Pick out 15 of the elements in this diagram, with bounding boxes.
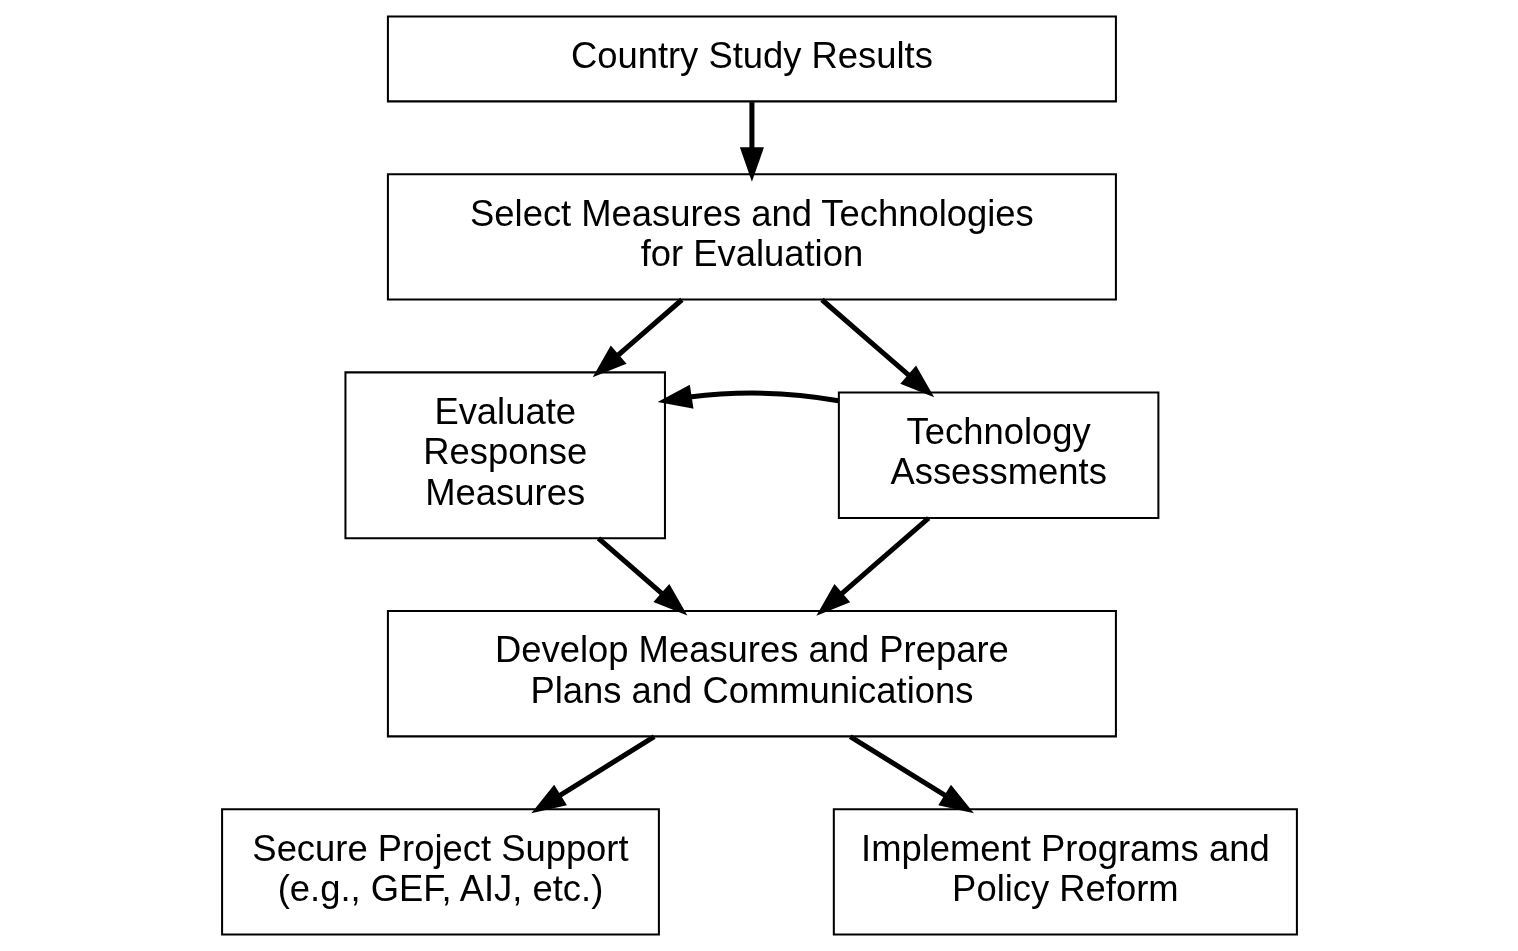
arrow (530, 734, 656, 814)
arrow (657, 384, 839, 409)
arrow (819, 297, 934, 398)
node-box: Evaluate Response Measures (343, 371, 666, 540)
arrow (739, 102, 764, 182)
node-box: Technology Assessments (837, 391, 1159, 519)
node-box: Country Study Results (386, 15, 1117, 103)
node-box: Select Measures and Technologies for Evaluation (386, 173, 1117, 301)
node-box: Secure Project Support (e.g., GEF, AIJ, etc.) (220, 808, 660, 936)
arrow (596, 536, 687, 616)
arrow (848, 734, 974, 814)
node-box: Implement Programs and Policy Reform (832, 808, 1298, 936)
arrow (592, 297, 684, 378)
node-box: Develop Measures and Prepare Plans and Communications (386, 610, 1117, 738)
arrow (815, 516, 930, 616)
